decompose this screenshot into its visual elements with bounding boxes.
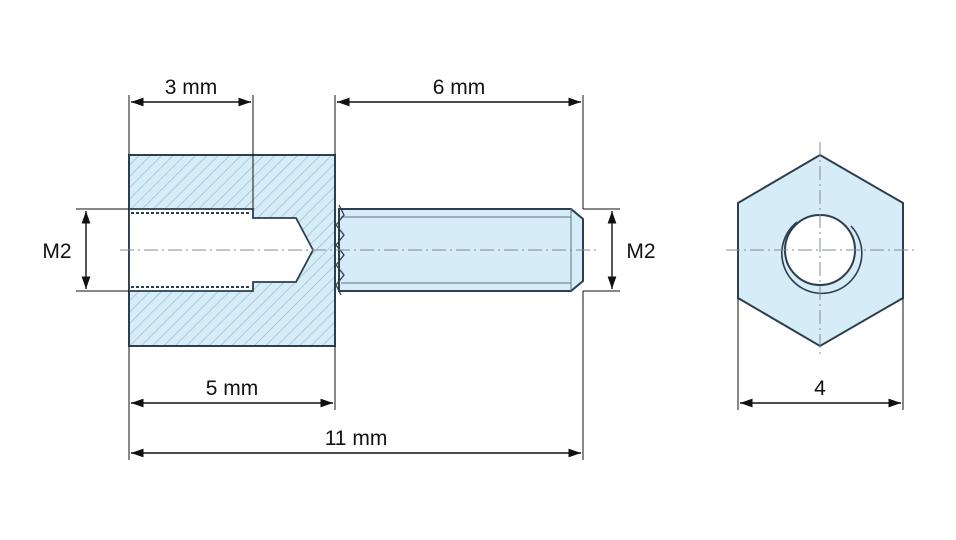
thread-arc	[781, 221, 863, 295]
standoff-side-view	[120, 154, 596, 347]
dimension-labels: 3 mm 6 mm 5 mm 11 mm M2 M2 4	[42, 76, 826, 450]
label-total-length: 11 mm	[325, 427, 388, 450]
dimension-lines	[76, 95, 904, 460]
label-socket-depth: 3 mm	[165, 76, 218, 99]
label-thread-length: 6 mm	[433, 76, 486, 99]
standoff-end-view	[726, 142, 914, 358]
label-hex-width: 4	[814, 377, 826, 400]
label-body-length: 5 mm	[206, 377, 259, 400]
label-left-thread: M2	[42, 240, 71, 263]
label-right-thread: M2	[626, 240, 655, 263]
